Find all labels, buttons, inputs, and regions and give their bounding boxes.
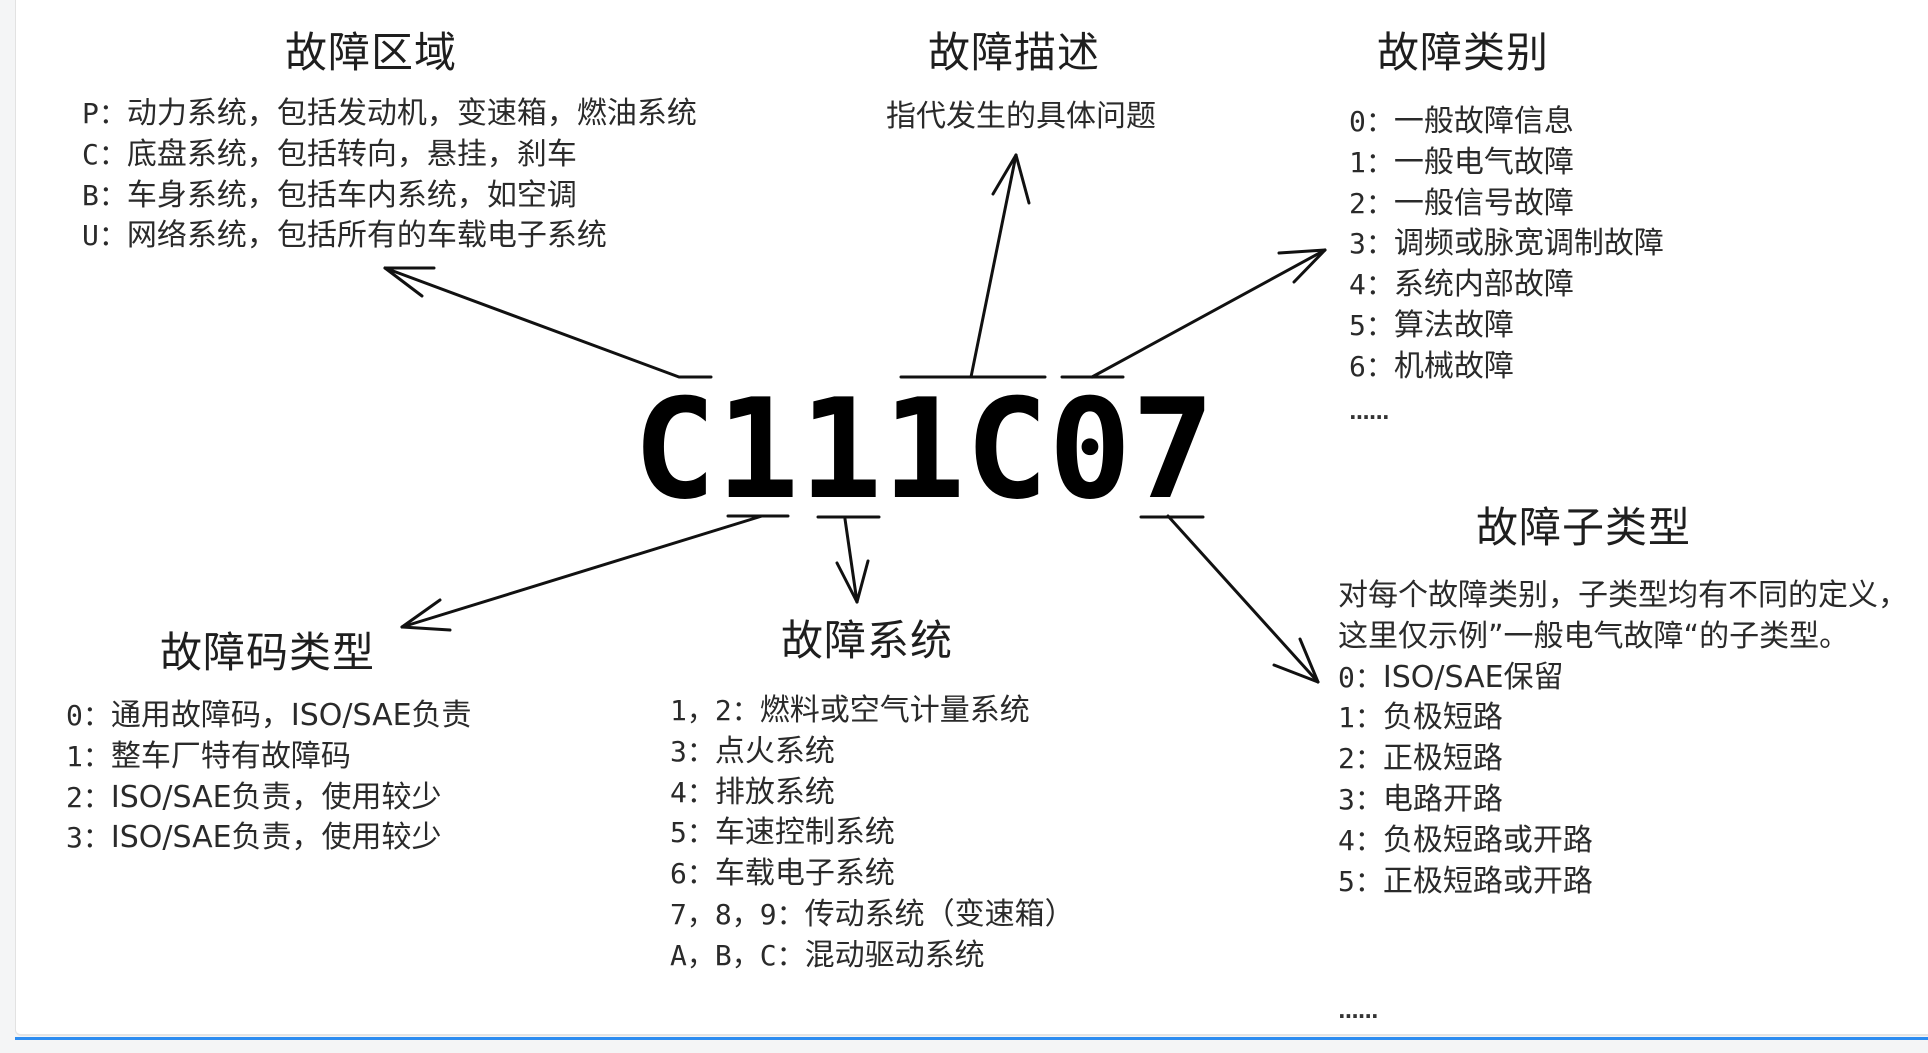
fault-category-ellipsis: ...... (1349, 400, 1390, 424)
list-item: 5：车速控制系统 (670, 815, 895, 851)
list-item: U：网络系统，包括所有的车载电子系统 (82, 218, 607, 254)
list-item: C：底盘系统，包括转向，悬挂，刹车 (82, 136, 577, 172)
list-item: 4：排放系统 (670, 774, 835, 810)
list-item: 3：ISO/SAE负责，使用较少 (66, 820, 442, 856)
fault-category-list: 0：一般故障信息 1：一般电气故障 2：一般信号故障 3：调频或脉宽调制故障 4… (1349, 102, 1664, 388)
fault-description-text: 指代发生的具体问题 (886, 99, 1156, 134)
fault-subtype-title: 故障子类型 (1476, 503, 1692, 552)
description-line: 这里仅示例”一般电气故障“的子类型。 (1338, 618, 1850, 654)
dtc-code: C111C07 (633, 369, 1215, 530)
list-item: 4：系统内部故障 (1349, 267, 1574, 303)
list-item: 4：负极短路或开路 (1338, 822, 1593, 858)
accent-divider (15, 1037, 1928, 1040)
list-item: 1：整车厂特有故障码 (66, 738, 351, 774)
list-item: 0：一般故障信息 (1349, 104, 1574, 139)
list-item: 2：ISO/SAE负责，使用较少 (66, 779, 442, 815)
fault-system-list: 1，2：燃料或空气计量系统 3：点火系统 4：排放系统 5：车速控制系统 6：车… (670, 691, 1075, 977)
description-line: 对每个故障类别，子类型均有不同的定义， (1338, 578, 1908, 613)
list-item: 2：正极短路 (1338, 741, 1503, 777)
list-item: 0：通用故障码，ISO/SAE负责 (66, 698, 472, 733)
list-item: 7，8，9：传动系统（变速箱） (670, 896, 1075, 932)
list-item: B：车身系统，包括车内系统，如空调 (82, 177, 577, 213)
fault-description-title: 故障描述 (928, 28, 1101, 77)
list-item: 2：一般信号故障 (1349, 185, 1574, 221)
fault-area-title: 故障区域 (285, 28, 458, 77)
list-item: 6：车载电子系统 (670, 856, 895, 892)
code-type-list: 0：通用故障码，ISO/SAE负责 1：整车厂特有故障码 2：ISO/SAE负责… (66, 696, 472, 859)
list-item: 3：调频或脉宽调制故障 (1349, 226, 1664, 262)
code-type-title: 故障码类型 (160, 628, 376, 677)
list-item: 0：ISO/SAE保留 (1338, 659, 1564, 695)
list-item: 6：机械故障 (1349, 348, 1514, 384)
fault-category-title: 故障类别 (1377, 28, 1550, 77)
list-item: A，B，C：混动驱动系统 (670, 937, 985, 973)
list-item: 3：电路开路 (1338, 781, 1503, 817)
list-item: 5：正极短路或开路 (1338, 863, 1593, 899)
list-item: P：动力系统，包括发动机，变速箱，燃油系统 (82, 96, 697, 131)
fault-system-title: 故障系统 (781, 616, 954, 665)
list-item: 1，2：燃料或空气计量系统 (670, 693, 1030, 728)
fault-subtype-description: 对每个故障类别，子类型均有不同的定义， 这里仅示例”一般电气故障“的子类型。 0… (1338, 576, 1908, 902)
list-item: 5：算法故障 (1349, 307, 1514, 343)
list-item: 1：负极短路 (1338, 700, 1503, 736)
list-item: 1：一般电气故障 (1349, 144, 1574, 180)
fault-subtype-ellipsis: ...... (1338, 999, 1379, 1023)
fault-area-list: P：动力系统，包括发动机，变速箱，燃油系统 C：底盘系统，包括转向，悬挂，刹车 … (82, 94, 697, 257)
list-item: 3：点火系统 (670, 733, 835, 769)
